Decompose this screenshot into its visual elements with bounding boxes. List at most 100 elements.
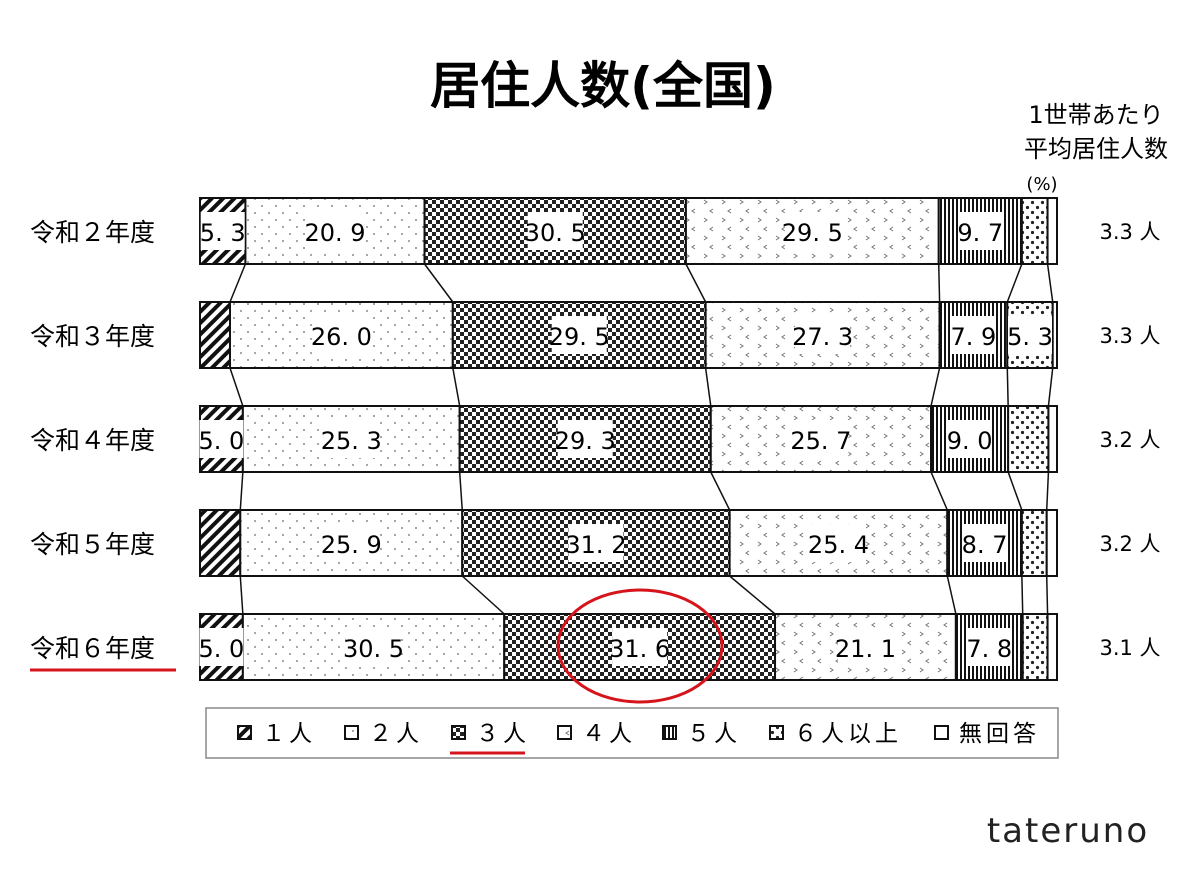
connector-line — [423, 263, 454, 303]
category-label: 令和４年度 — [30, 426, 155, 455]
data-label-bg — [323, 420, 379, 458]
data-label: 30. 5 — [343, 635, 404, 663]
connector-line — [930, 367, 941, 407]
highlight-circle — [556, 588, 724, 704]
data-label-bg — [527, 212, 583, 250]
bar-segment — [1021, 613, 1049, 681]
data-label-bg — [947, 420, 992, 458]
data-label-bg — [958, 212, 1003, 250]
data-label: 20. 9 — [304, 219, 365, 247]
legend-swatch — [237, 725, 252, 740]
legend-label: ５人 — [687, 721, 741, 747]
connector-line — [1021, 575, 1024, 615]
data-label-bg — [307, 212, 363, 250]
data-label-bg — [793, 420, 849, 458]
data-label-bg — [784, 212, 840, 250]
data-label: 29. 5 — [782, 219, 843, 247]
chart-title: 居住人数(全国) — [430, 57, 776, 115]
connector-lines — [229, 263, 1054, 615]
highlight-annotations — [30, 588, 724, 755]
data-label: 5. 3 — [200, 219, 246, 247]
legend-label: ４人 — [582, 721, 636, 747]
data-label-bg — [199, 420, 244, 458]
data-label: 25. 7 — [790, 427, 851, 455]
data-label-bg — [951, 316, 996, 354]
connector-line — [729, 575, 776, 615]
bar-segment — [1046, 613, 1058, 681]
bar-segment — [1047, 405, 1059, 473]
data-label: 31. 2 — [565, 531, 626, 559]
category-label: 令和３年度 — [30, 322, 155, 351]
bar-segment — [1046, 197, 1058, 265]
data-label-bg — [810, 524, 866, 562]
data-label-bg — [612, 628, 668, 666]
connector-line — [452, 367, 461, 407]
data-label: 31. 6 — [609, 635, 670, 663]
data-label-bg — [962, 524, 1007, 562]
bar-segment — [423, 197, 687, 265]
data-label: 9. 7 — [957, 219, 1003, 247]
data-label: 27. 3 — [792, 323, 853, 351]
connector-line — [229, 367, 244, 407]
data-label-bg — [200, 212, 245, 250]
connector-line — [704, 367, 712, 407]
legend-swatch — [344, 725, 359, 740]
right-header-line-2: 平均居住人数 — [1024, 135, 1168, 163]
connector-line — [458, 471, 463, 511]
bar-segment — [1020, 197, 1049, 265]
data-label: 29. 3 — [555, 427, 616, 455]
connector-line — [229, 263, 247, 303]
connector-line — [1007, 471, 1023, 511]
legend-label: ６人以上 — [794, 721, 902, 747]
connector-line — [710, 471, 731, 511]
data-label-bg — [1008, 316, 1053, 354]
connector-line — [1047, 367, 1054, 407]
data-label: 5. 0 — [199, 427, 245, 455]
data-label: 5. 3 — [1007, 323, 1053, 351]
data-label: 7. 9 — [951, 323, 997, 351]
connector-line — [930, 471, 948, 511]
connector-line — [946, 575, 957, 615]
data-label: 8. 7 — [962, 531, 1008, 559]
connector-line — [239, 575, 244, 615]
legend-label: 無回答 — [959, 721, 1040, 747]
data-label-bg — [323, 524, 379, 562]
bar-segment — [1045, 509, 1058, 577]
watermark: tateruno — [987, 811, 1149, 851]
data-label: 26. 0 — [311, 323, 372, 351]
connector-line — [1006, 263, 1023, 303]
data-label: 25. 3 — [321, 427, 382, 455]
legend-label: １人 — [262, 721, 316, 747]
data-label-bg — [795, 316, 851, 354]
bar-segment — [684, 197, 940, 265]
average-label: 3.1 人 — [1099, 636, 1160, 660]
legend-swatch — [451, 725, 466, 740]
connector-line — [1006, 367, 1009, 407]
data-label: 29. 5 — [549, 323, 610, 351]
bar-segment — [1007, 405, 1050, 473]
bars: 令和２年度 3.3 人 5. 3 20. 9 30. 5 29. 5 9. 7 令和３年度 3.… — [30, 197, 1161, 681]
data-label: 21. 1 — [835, 635, 896, 663]
connector-line — [239, 471, 244, 511]
data-label-bg — [313, 316, 369, 354]
data-label-bg — [967, 628, 1012, 666]
category-label: 令和２年度 — [30, 218, 155, 247]
bar-segment — [1051, 301, 1058, 369]
unit-label: (%) — [1026, 174, 1057, 195]
data-label: 5. 0 — [199, 635, 245, 663]
connector-line — [1045, 575, 1049, 615]
data-label: 7. 8 — [966, 635, 1012, 663]
average-label: 3.3 人 — [1099, 324, 1160, 348]
legend-label: ３人 — [476, 721, 530, 747]
bar-segment — [1020, 509, 1048, 577]
connector-line — [1045, 471, 1050, 511]
data-label: 9. 0 — [947, 427, 993, 455]
bar-segment — [199, 301, 231, 369]
data-label-bg — [568, 524, 624, 562]
legend-swatch — [662, 725, 677, 740]
legend-swatch — [769, 725, 784, 740]
data-label-bg — [199, 628, 244, 666]
data-label-bg — [551, 316, 607, 354]
